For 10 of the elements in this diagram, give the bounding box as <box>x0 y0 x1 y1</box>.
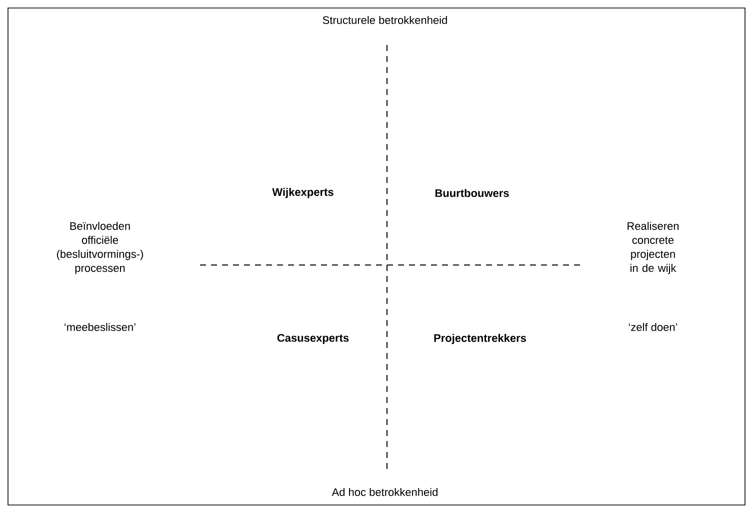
axis-label: Ad hoc betrokkenheid <box>332 488 438 496</box>
quadrant-label: Buurtbouwers <box>435 188 509 198</box>
quadrant-label: Projectentrekkers <box>434 334 526 344</box>
axis-label: Structurele betrokkenheid <box>322 16 447 24</box>
quadrant-label: Wijkexperts <box>272 188 334 198</box>
axis-description: Beïnvloeden officiële (besluitvormings-) processen <box>56 222 143 274</box>
axis-description: Realiseren concrete projecten in de wijk <box>628 222 679 274</box>
quadrant-label: Casusexperts <box>277 334 349 344</box>
axis-description: ‘zelf doen’ <box>628 322 678 332</box>
axis-description: ‘meebeslissen’ <box>64 322 136 332</box>
